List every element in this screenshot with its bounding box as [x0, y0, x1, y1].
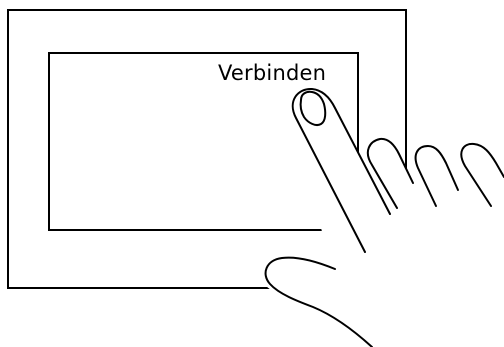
connect-button[interactable]: Verbinden	[218, 59, 326, 87]
hand-mask	[262, 89, 504, 347]
